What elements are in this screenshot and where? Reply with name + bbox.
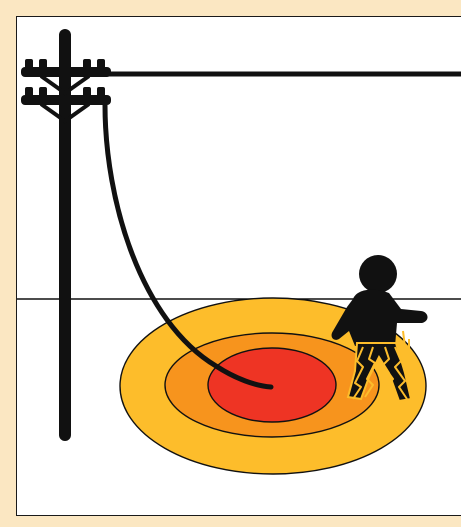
step-potential-hazard-illustration	[17, 17, 461, 516]
illustration-panel	[16, 16, 461, 516]
utility-pole-icon	[21, 29, 111, 441]
